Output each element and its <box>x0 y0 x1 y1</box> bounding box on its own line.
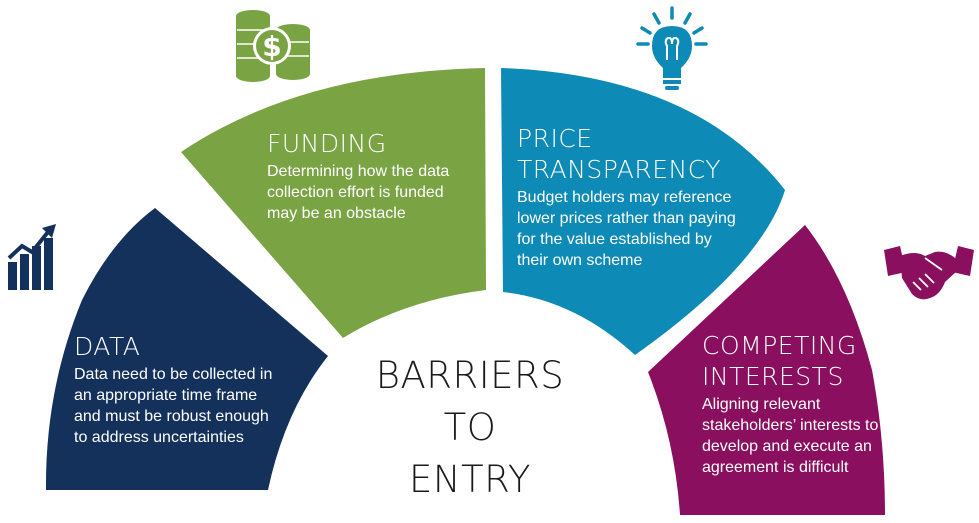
segment-funding-title: FUNDING <box>267 129 387 158</box>
segment-funding: FUNDING Determining how the data collect… <box>267 128 482 224</box>
segment-price: PRICE TRANSPARENCY Budget holders may re… <box>517 123 777 271</box>
segment-price-description: Budget holders may reference lower price… <box>517 189 736 269</box>
segment-funding-description: Determining how the data collection effo… <box>267 163 450 222</box>
segment-competing-description: Aligning relevant stakeholders’ interest… <box>702 396 879 476</box>
segment-data-shape <box>45 208 328 490</box>
segment-price-title: PRICE TRANSPARENCY <box>517 124 722 184</box>
growth-chart-icon <box>7 224 56 290</box>
segment-price-shape <box>501 68 785 355</box>
svg-text:$: $ <box>262 30 281 63</box>
light-bulb-icon <box>636 6 708 90</box>
dollar-coins-icon: $ <box>236 10 310 82</box>
segment-competing-shape <box>648 225 885 515</box>
center-title: BARRIERS TO ENTRY <box>375 354 565 501</box>
segment-competing: COMPETING INTERESTS Aligning relevant st… <box>702 330 902 478</box>
segment-competing-title: COMPETING INTERESTS <box>702 331 857 391</box>
segment-data-description: Data need to be collected in an appropri… <box>74 366 273 446</box>
segment-data-title: DATA <box>74 332 141 361</box>
segment-funding-shape <box>181 68 486 338</box>
segment-data: DATA Data need to be collected in an app… <box>74 331 314 448</box>
handshake-icon <box>884 246 974 300</box>
